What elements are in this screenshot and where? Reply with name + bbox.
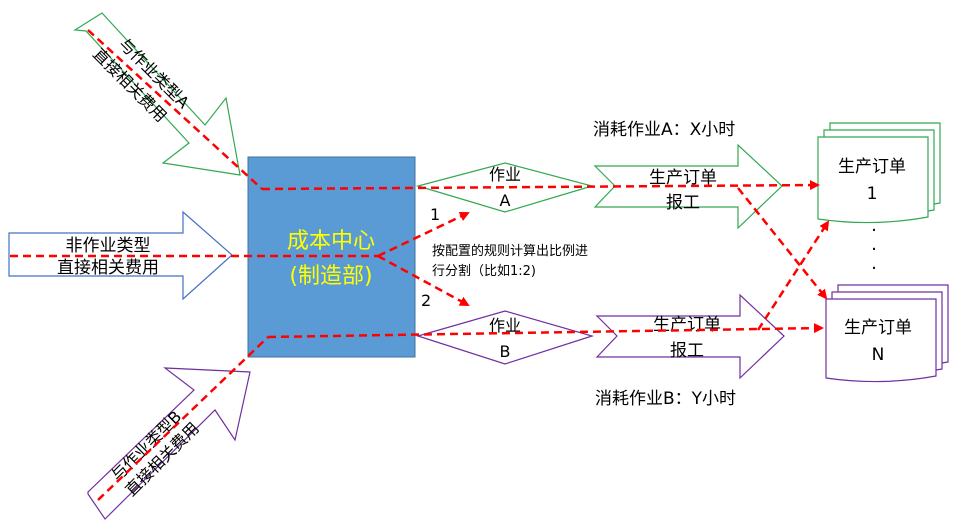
activity-a-line2: A [500, 191, 511, 210]
consumption-b-label: 消耗作业B：Y小时 [595, 389, 736, 409]
flow-bottom-main [267, 323, 824, 339]
production-order-1-stack: 生产订单 1 [817, 122, 941, 224]
flow-split-2 [377, 254, 470, 307]
flow-cross-up [756, 220, 830, 331]
flow-split-1 [377, 211, 470, 258]
order-1-line1: 生产订单 [838, 157, 906, 177]
input-arrow-type-b: 与作业类型B 直接相关费用 [87, 367, 251, 520]
split-label-1: 1 [430, 205, 440, 224]
production-order-n-stack: 生产订单 N [825, 284, 949, 383]
activity-b-diamond: 作业 B [415, 310, 595, 365]
report-top-line1: 生产订单 [649, 168, 717, 188]
activity-a-line1: 作业 [489, 165, 521, 184]
cost-center-subtitle: (制造部) [289, 264, 372, 289]
activity-b-line1: 作业 [489, 316, 521, 335]
report-bottom-line1: 生产订单 [653, 315, 721, 335]
input-non-type-line2: 直接相关费用 [57, 258, 159, 278]
ellipsis-dot-1: · [871, 220, 877, 241]
report-arrow-bottom: 生产订单 报工 [595, 293, 785, 380]
consumption-a-label: 消耗作业A：X小时 [593, 120, 735, 140]
input-non-type-line1: 非作业类型 [66, 236, 151, 256]
flow-type-b-input [97, 336, 269, 501]
report-arrow-top: 生产订单 报工 [593, 143, 783, 230]
split-note-line2: 行分割（比如1:2) [432, 263, 536, 279]
flow-type-a-input [87, 29, 263, 190]
order-n-line2: N [872, 345, 885, 365]
split-label-2: 2 [421, 291, 431, 310]
flow-lines [10, 29, 830, 501]
flow-top-main [261, 180, 820, 191]
split-note-line1: 按配置的规则计算出比例进 [432, 243, 588, 259]
order-1-line2: 1 [867, 184, 878, 204]
activity-b-line2: B [500, 342, 511, 361]
ellipsis-dot-3: · [871, 258, 877, 279]
order-n-line1: 生产订单 [844, 318, 912, 338]
report-top-line2: 报工 [666, 193, 700, 213]
flow-cross-down [737, 187, 828, 300]
cost-center-title: 成本中心 [287, 229, 375, 254]
report-bottom-line2: 报工 [670, 341, 704, 361]
ellipsis-dot-2: · [871, 239, 877, 260]
